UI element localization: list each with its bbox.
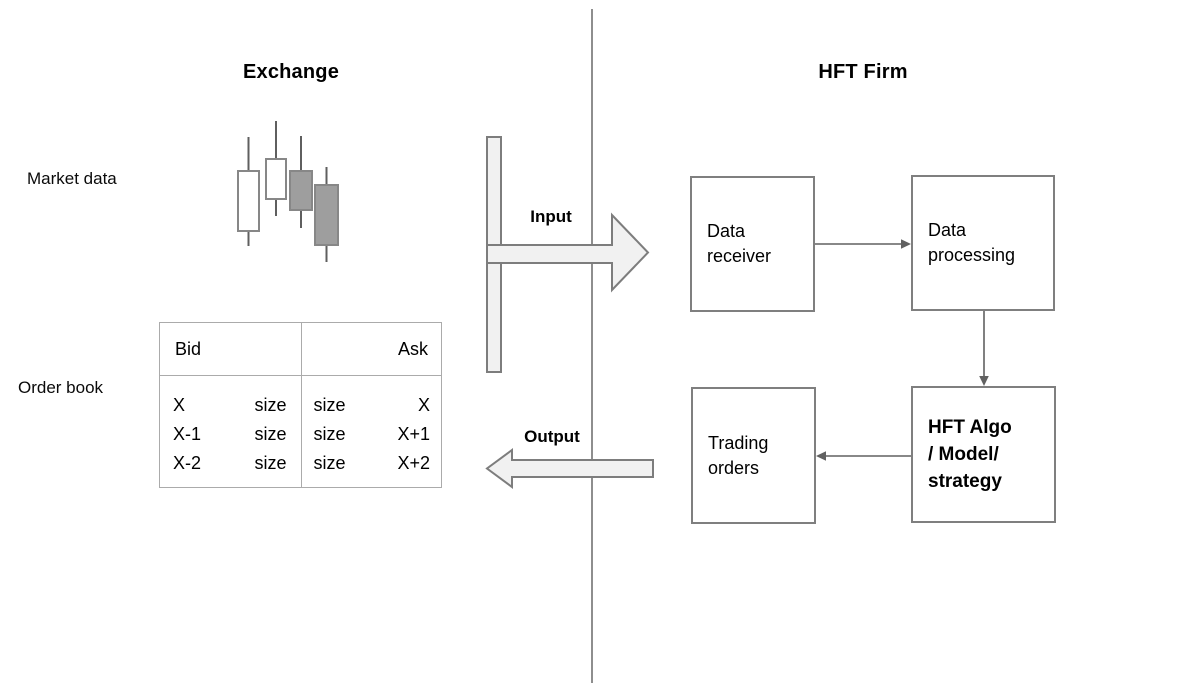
input-arrow-shape [486,212,650,293]
bid-column: X size X-1 size X-2 size [160,376,301,487]
input-arrow [486,136,650,373]
candle-up-1 [237,137,260,246]
box-label-line: Data [707,221,746,241]
connector-algo-to-orders [816,451,911,461]
box-label-line: orders [708,457,760,478]
hft-firm-title: HFT Firm [818,61,908,83]
box-label-line: receiver [707,246,772,266]
box-label-line: strategy [928,471,1002,492]
ask-size: size [313,424,346,444]
bid-price: X-1 [173,424,202,444]
bid-row: X size [160,391,301,420]
ask-row: size X+2 [302,449,442,478]
input-flow-label: Input [530,207,572,226]
candle-down-2 [314,167,339,262]
connector-processing-to-algo [979,311,989,386]
order-book-table: Bid Ask X size X-1 size X-2 size [159,322,442,488]
box-label-line: HFT Algo [928,417,1012,438]
data-processing-box: Data processing [911,175,1055,311]
ask-column-header: Ask [300,323,442,375]
candle-down-1 [289,136,313,228]
bid-row: X-2 size [160,449,301,478]
ask-row: size X+1 [302,420,442,449]
box-label-line: Data [928,220,967,240]
order-book-body: X size X-1 size X-2 size size X si [160,376,441,487]
ask-column: size X size X+1 size X+2 [300,376,442,487]
bid-size: size [254,424,287,444]
bid-row: X-1 size [160,420,301,449]
bid-price: X-2 [173,453,202,473]
output-flow-label: Output [524,427,580,446]
box-label-line: processing [928,245,1016,265]
trading-orders-box: Trading orders [691,387,816,524]
ask-size: size [313,395,346,415]
ask-size: size [313,453,346,473]
box-label-line: Trading [708,432,769,453]
bid-price: X [173,395,186,415]
bid-size: size [254,395,287,415]
order-book-label: Order book [18,378,104,397]
market-data-label: Market data [27,169,117,188]
ask-price: X [417,395,430,415]
connector-receiver-to-processing [815,239,911,249]
ask-row: size X [302,391,442,420]
order-book-header-row: Bid Ask [160,323,441,376]
hft-algo-box: HFT Algo / Model/ strategy [911,386,1056,523]
exchange-title: Exchange [242,61,340,83]
output-arrow [485,448,654,489]
ask-price: X+2 [397,453,430,473]
box-label-line: / Model/ [928,444,999,465]
bid-size: size [254,453,287,473]
data-receiver-box: Data receiver [690,176,815,312]
candle-up-2 [265,121,287,216]
bid-column-header: Bid [175,338,202,359]
candlestick-chart-icon [237,121,339,262]
ask-price: X+1 [397,424,430,444]
